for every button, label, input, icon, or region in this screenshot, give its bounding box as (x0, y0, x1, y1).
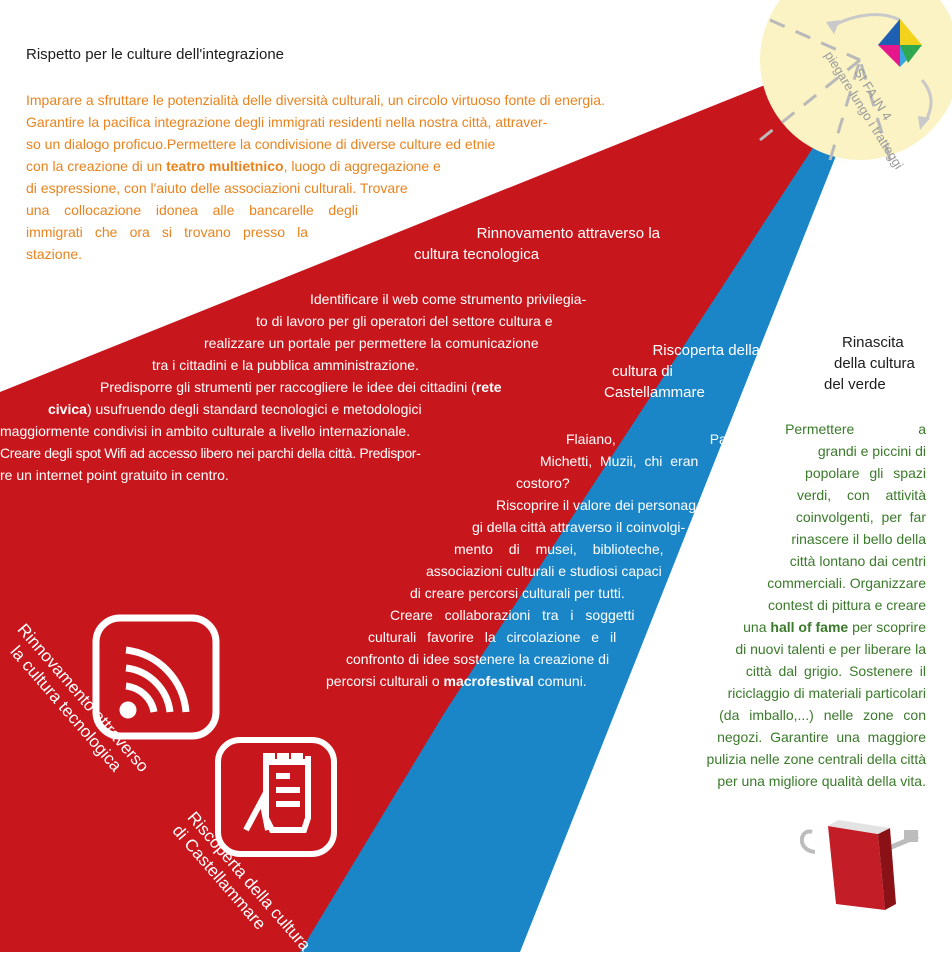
text-line: tra i cittadini e la pubblica amministra… (152, 357, 419, 373)
heading-line: della cultura (834, 355, 915, 372)
text-line: to di lavoro per gli operatori del setto… (256, 313, 553, 329)
text-line: confronto di idee sostenere la creazione… (346, 651, 610, 667)
castellammare-heading: Riscoperta della cultura di Castellammar… (590, 340, 760, 403)
castle-tower-icon (215, 737, 337, 857)
text-line: culturali favorire la circolazione e il (368, 629, 617, 645)
keyword-teatro-multietnico: teatro multietnico (166, 158, 284, 174)
text-line: Creare collaborazioni tra i soggetti (390, 607, 635, 623)
text-line: maggiormente condivisi in ambito cultura… (0, 423, 411, 439)
text-line: civica) usufruendo degli standard tecnol… (26, 398, 616, 420)
text-line: coinvolgenti, per far (795, 509, 926, 525)
text-line: una hall of fame per scoprire (664, 616, 926, 638)
text-line: re un internet point gratuito in centro. (0, 467, 229, 483)
integrazione-title: Rispetto per le culture dell'integrazion… (26, 46, 285, 63)
text-line: stazione. (26, 246, 83, 262)
text-line: Flaiano, Pazienza, (566, 431, 772, 447)
verde-heading: Rinascita della cultura del verde (810, 332, 920, 395)
text-line: Creare degli spot Wifi ad accesso libero… (0, 445, 421, 461)
watering-can-book-icon (799, 820, 919, 910)
heading-line: Riscoperta della (652, 342, 760, 359)
text-line: per una migliore qualità della vita. (717, 773, 926, 789)
text-line: verdi, con attività (796, 487, 926, 503)
white-wedge (520, 70, 952, 952)
text-line: percorsi culturali o macrofestival comun… (326, 670, 736, 692)
text-line: pulizia nelle zone centrali della città (706, 751, 926, 767)
wifi-icon (92, 614, 220, 740)
text-line: popolare gli spazi (805, 465, 926, 481)
text-line: una collocazione idonea alle bancarelle … (26, 202, 358, 218)
pinwheel-icon (878, 19, 922, 67)
text-line: Michetti, Muzii, chi eran (540, 453, 699, 469)
text-line: Identificare il web come strumento privi… (310, 291, 587, 307)
text-line: immigrati che ora si trovano presso la (26, 224, 308, 240)
heading-line: Castellammare (604, 384, 705, 401)
text-segment: ) usufruendo degli standard tecnologici … (86, 401, 422, 417)
verde-paragraph: Permettere a grandi e piccini di popolar… (664, 418, 926, 792)
text-line: con la creazione di un teatro multietnic… (26, 155, 626, 177)
text-segment: comuni. (533, 673, 587, 689)
heading-line: cultura di (612, 363, 673, 380)
text-line: Imparare a sfruttare le potenzialità del… (26, 92, 605, 108)
text-line: Predisporre gli strumenti per raccoglier… (26, 376, 616, 398)
heading-line: cultura tecnologica (414, 246, 540, 263)
text-segment: con la creazione di un (26, 158, 167, 174)
text-segment: per scoprire (848, 619, 926, 635)
text-line: riciclaggio di materiali particolari (727, 685, 926, 701)
integrazione-paragraph: Imparare a sfruttare le potenzialità del… (26, 89, 626, 265)
fold-dashes (759, 18, 892, 161)
text-line: Riscoprire il valore dei personag- (496, 497, 701, 513)
tecnologica-heading: Rinnovamento attraverso la cultura tecno… (400, 223, 660, 265)
keyword-hall-of-fame: hall of fame (770, 619, 849, 635)
text-line: Garantire la pacifica integrazione degli… (26, 114, 548, 130)
text-line: di creare percorsi culturali per tutti. (410, 585, 625, 601)
text-line: mento di musei, biblioteche, (454, 541, 664, 557)
text-line: negozi. Garantire una maggiore (717, 729, 926, 745)
heading-line: del verde (824, 376, 886, 393)
heading-line: Rinascita (842, 334, 904, 351)
text-line: commerciali. Organizzare (767, 575, 926, 591)
text-line: costoro? (516, 475, 570, 491)
text-line: grandi e piccini di (817, 443, 926, 459)
text-line: città dal grigio. Sostenere il (745, 663, 926, 679)
text-segment: , luogo di aggregazione e (283, 158, 441, 174)
text-line: so un dialogo proficuo.Permettere la con… (26, 136, 496, 152)
text-segment: Predisporre gli strumenti per raccoglier… (100, 379, 476, 395)
text-line: associazioni culturali e studiosi capaci (426, 563, 662, 579)
text-line: Permettere a (785, 421, 926, 437)
keyword-macrofestival: macrofestival (443, 673, 534, 689)
text-line: di espressione, con l'aiuto delle associ… (26, 180, 408, 196)
heading-line: Rinnovamento attraverso la (476, 225, 660, 242)
text-line: contest di pittura e creare (768, 597, 926, 613)
text-line: di nuovi talenti e per liberare la (735, 641, 926, 657)
text-line: realizzare un portale per permettere la … (204, 335, 539, 351)
castellammare-paragraph: Flaiano, Pazienza, Michetti, Muzii, chi … (326, 428, 772, 692)
text-line: (da imballo,...) nelle zone con (719, 707, 926, 723)
keyword-rete: rete (475, 379, 502, 395)
text-line: rinascere il bello della (791, 531, 926, 547)
keyword-civica: civica (48, 401, 87, 417)
text-segment: percorsi culturali o (326, 673, 444, 689)
text-line: città lontano dai centri (789, 553, 926, 569)
text-segment: una (743, 619, 771, 635)
text-line: gi della città attraverso il coinvolgi- (472, 519, 686, 535)
tecnologica-paragraph: Identificare il web come strumento privi… (0, 288, 616, 486)
